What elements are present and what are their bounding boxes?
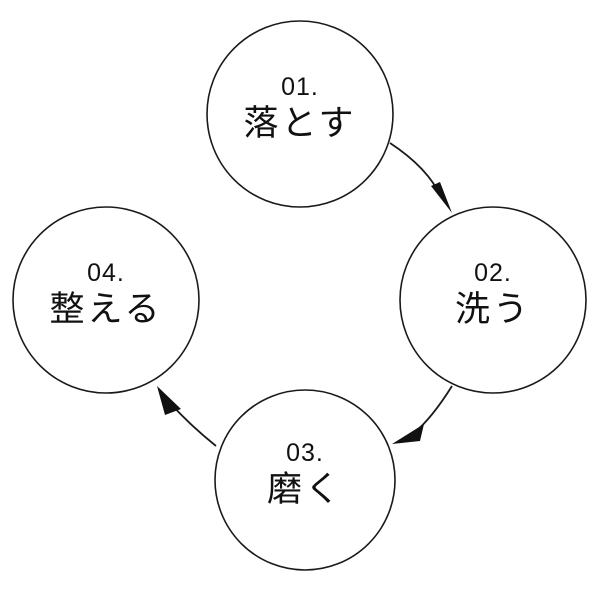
- node-title-01: 落とす: [243, 104, 357, 144]
- arrow-01-to-02: [389, 142, 452, 213]
- node-circle-02[interactable]: [399, 206, 587, 394]
- node-title-04: 整える: [49, 290, 163, 330]
- arrow-head-01-to-02: [431, 182, 452, 213]
- node-circle-04[interactable]: [12, 206, 200, 394]
- node-title-02: 洗う: [454, 290, 531, 330]
- node-circle-01[interactable]: [206, 20, 394, 208]
- node-index-03: 03.: [286, 439, 324, 467]
- node-label-04: 04. 整える: [6, 260, 206, 332]
- arrow-head-02-to-03: [392, 424, 424, 444]
- node-index-01: 01.: [281, 73, 319, 101]
- node-title-03: 磨く: [266, 470, 343, 510]
- arrow-head-03-to-04: [157, 386, 181, 415]
- arrow-03-to-04: [157, 386, 217, 447]
- node-label-03: 03. 磨く: [205, 440, 405, 512]
- node-label-01: 01. 落とす: [200, 74, 400, 146]
- node-index-02: 02.: [474, 259, 512, 287]
- node-circle-03[interactable]: [214, 389, 396, 571]
- node-label-02: 02. 洗う: [393, 260, 593, 332]
- node-index-04: 04.: [87, 259, 125, 287]
- arrow-02-to-03: [392, 385, 453, 444]
